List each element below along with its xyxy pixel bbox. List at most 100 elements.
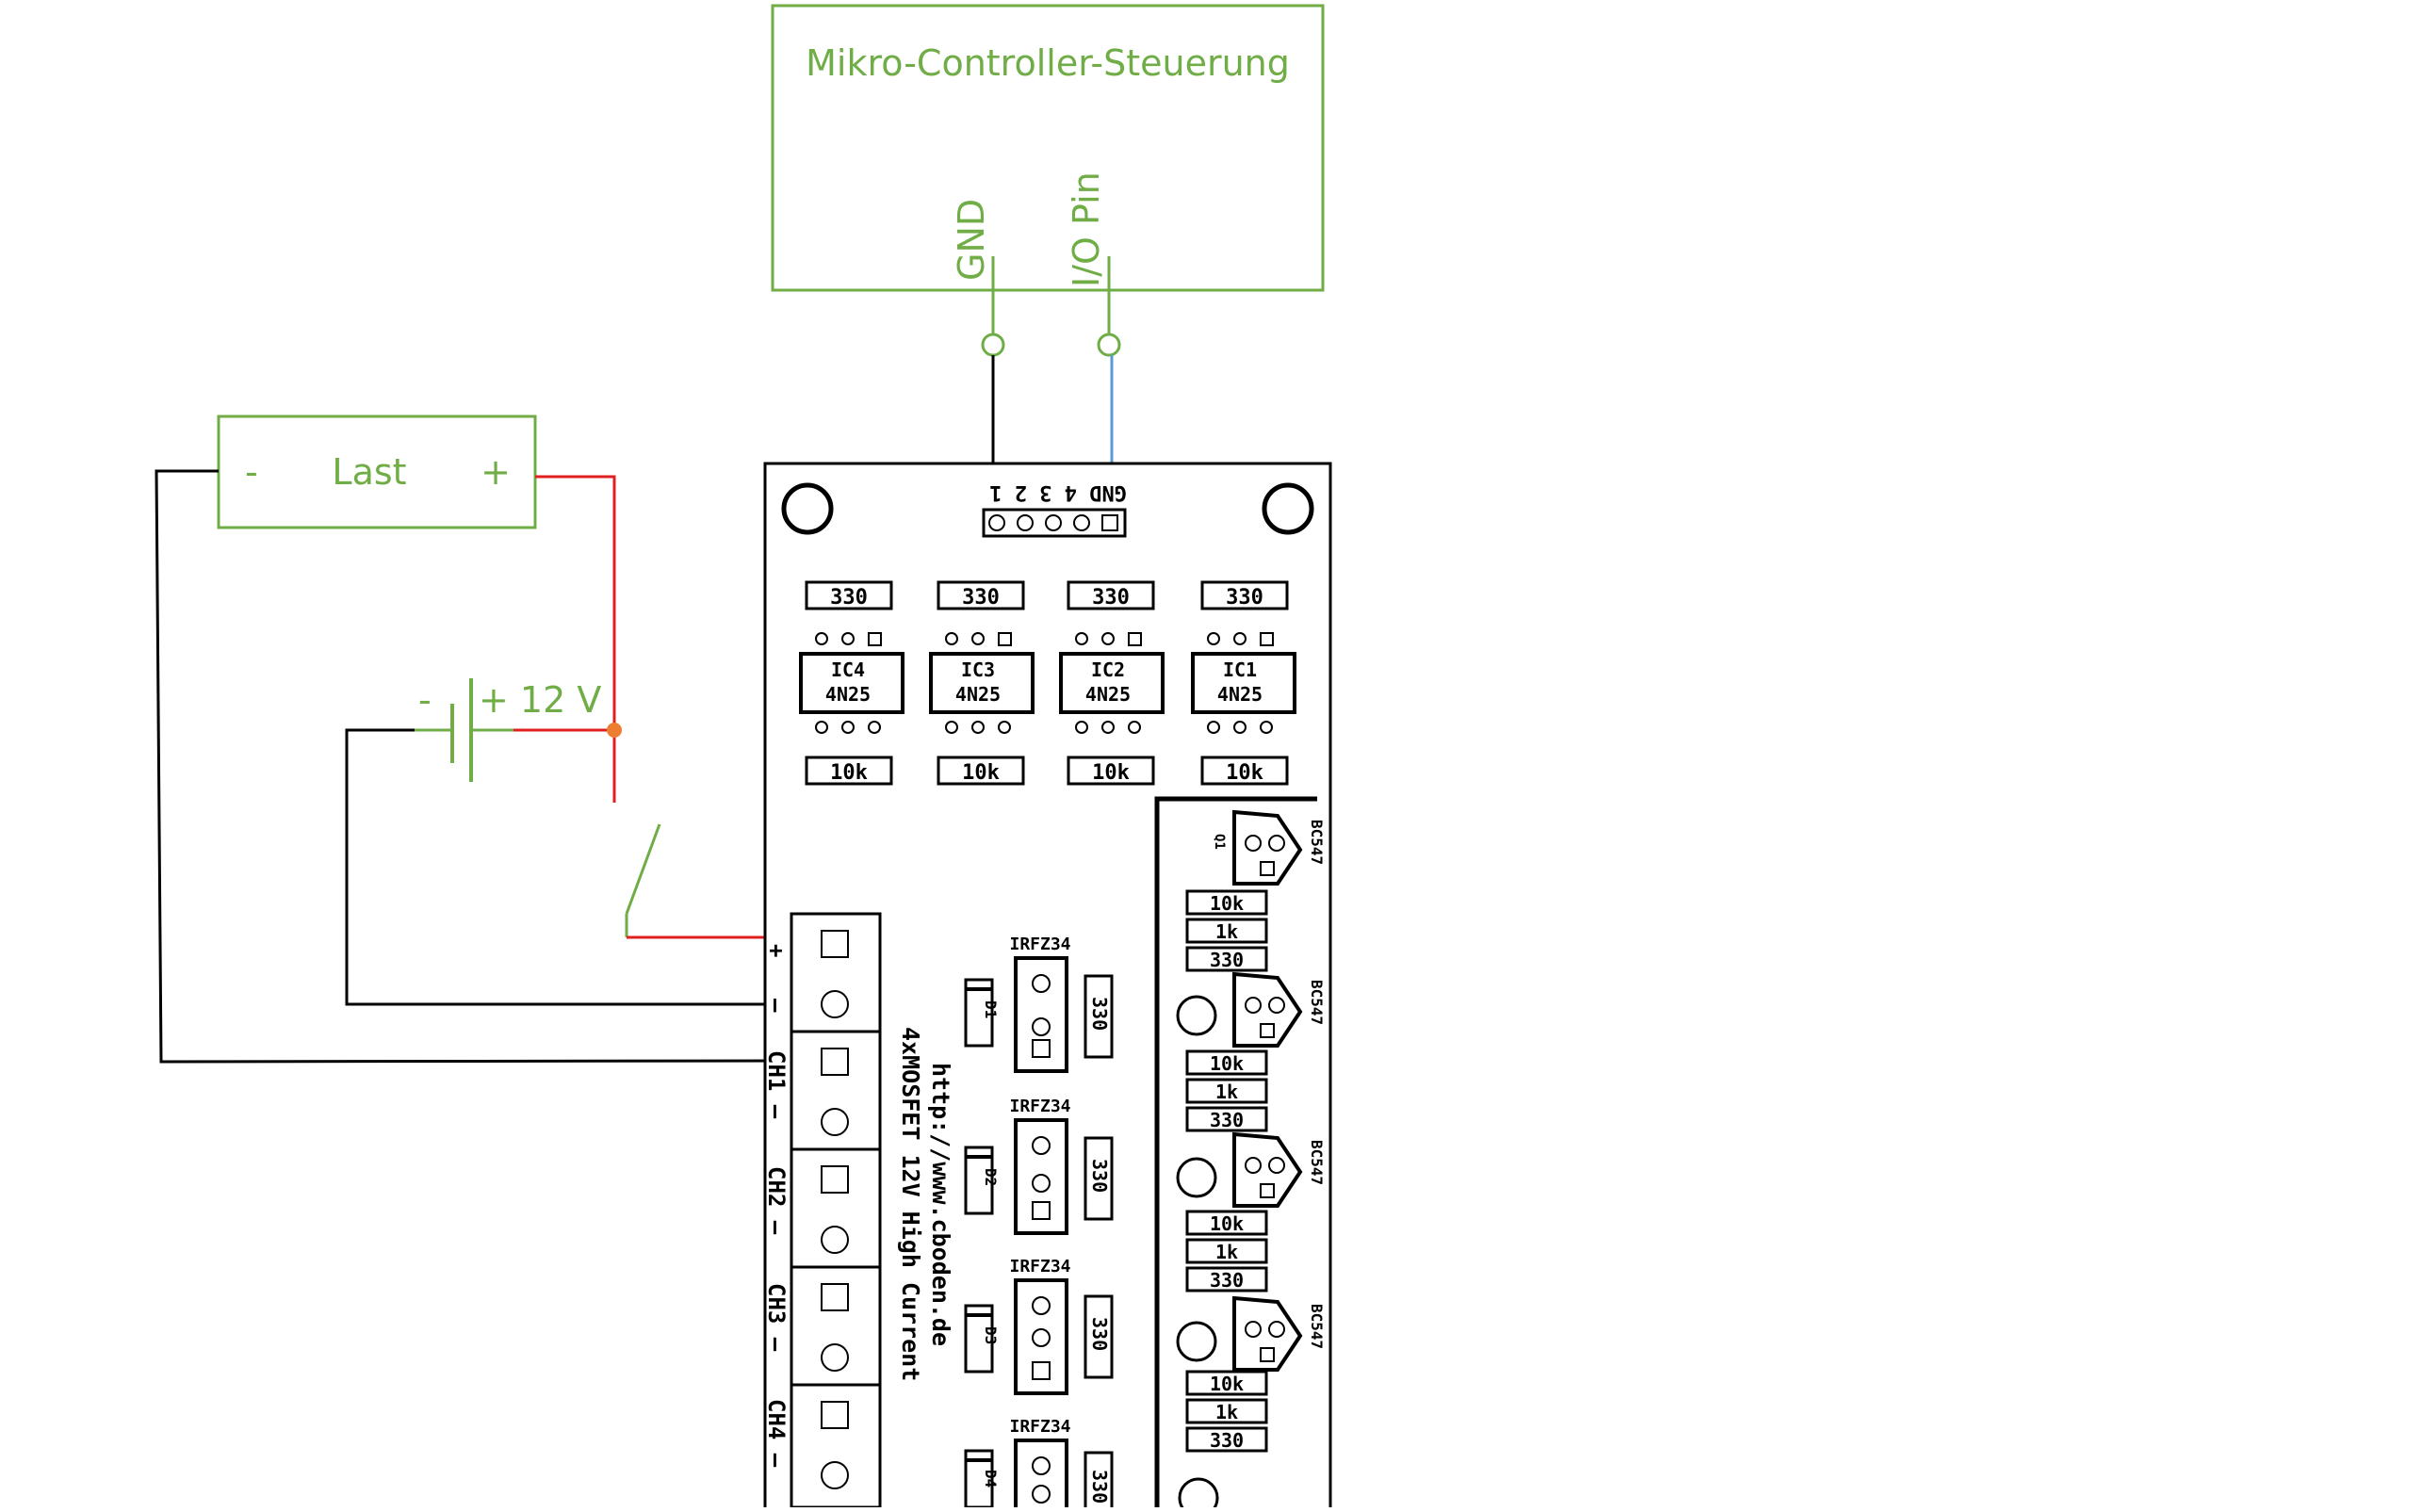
- svg-text:330: 330: [1088, 1159, 1111, 1193]
- svg-text:Q1: Q1: [1212, 834, 1227, 850]
- controller-gnd-label: GND: [951, 199, 992, 281]
- controller-box: [771, 4, 1325, 292]
- svg-text:4N25: 4N25: [825, 683, 871, 706]
- io-pin-connector: [1097, 333, 1121, 357]
- svg-text:D3: D3: [982, 1326, 1000, 1344]
- svg-text:1k: 1k: [1215, 1241, 1238, 1263]
- svg-text:10k: 10k: [1226, 761, 1263, 785]
- transistor-stage-1: BC547 Q1 10k 1k 330: [1185, 809, 1326, 972]
- load-minus-label: -: [245, 451, 258, 493]
- pcb-section-outline: [1154, 796, 1317, 1512]
- svg-text:330: 330: [1226, 586, 1263, 610]
- svg-text:4N25: 4N25: [1217, 683, 1263, 706]
- terminal-label-minus: –: [763, 999, 790, 1013]
- optocoupler-ic2: IC2 4N25: [1059, 652, 1165, 714]
- svg-text:BC547: BC547: [1308, 980, 1326, 1025]
- resistor-330-4: 330: [1200, 580, 1289, 610]
- optocoupler-ic4: IC4 4N25: [799, 652, 904, 714]
- terminal-label-ch4: CH4 –: [763, 1399, 790, 1468]
- svg-text:IC3: IC3: [961, 658, 995, 681]
- header-pin-2: [1073, 514, 1090, 531]
- optocoupler-ic1: IC1 4N25: [1191, 652, 1296, 714]
- svg-text:10k: 10k: [830, 761, 868, 785]
- opto-pads: [815, 632, 1274, 734]
- gate-resistor-1: 330: [1084, 974, 1114, 1059]
- optocoupler-ic3: IC3 4N25: [929, 652, 1035, 714]
- svg-text:4N25: 4N25: [1085, 683, 1131, 706]
- header-pin-gnd: [988, 514, 1005, 531]
- svg-text:330: 330: [1210, 1109, 1244, 1131]
- svg-text:330: 330: [1092, 586, 1130, 610]
- mosfet-column: IRFZ34 IRFZ34 IRFZ34 IRFZ34: [1009, 935, 1071, 1512]
- svg-text:330: 330: [1210, 1269, 1244, 1292]
- junction-dot: [607, 723, 622, 738]
- svg-text:10k: 10k: [1210, 1052, 1244, 1075]
- svg-text:10k: 10k: [962, 761, 1000, 785]
- transistor-stage-4: BC547 10k 1k 330: [1176, 1295, 1326, 1453]
- diode-d4: D4: [964, 1449, 1000, 1509]
- controller-io-label: I/O Pin: [1066, 171, 1107, 287]
- svg-text:IRFZ34: IRFZ34: [1009, 1257, 1070, 1276]
- resistor-330-1: 330: [805, 580, 893, 610]
- terminal-label-ch1: CH1 –: [763, 1050, 790, 1119]
- load-plus-label: +: [481, 451, 511, 493]
- svg-text:D2: D2: [982, 1168, 1000, 1186]
- transistor-stage-3: BC547 10k 1k 330: [1176, 1131, 1326, 1293]
- terminal-pads: [821, 930, 849, 1489]
- mount-hole-left: [781, 482, 834, 535]
- terminal-block: [790, 912, 882, 1509]
- terminal-label-plus: +: [763, 944, 790, 957]
- resistor-10k-2: 10k: [937, 756, 1025, 786]
- header-pin-1: [1101, 514, 1118, 531]
- led-partial: [1178, 1477, 1219, 1512]
- svg-text:BC547: BC547: [1308, 820, 1326, 865]
- opto-resistor-row: 330 330 330 330: [805, 580, 1289, 610]
- svg-text:IC1: IC1: [1223, 658, 1257, 681]
- diode-d1: D1: [964, 978, 1000, 1048]
- gate-resistor-column: 330 330 330 330: [1084, 974, 1114, 1512]
- header-pin-4: [1017, 514, 1034, 531]
- svg-text:330: 330: [830, 586, 868, 610]
- svg-text:10k: 10k: [1210, 1373, 1244, 1395]
- svg-text:10k: 10k: [1092, 761, 1130, 785]
- resistor-330-2: 330: [937, 580, 1025, 610]
- resistor-10k-4: 10k: [1200, 756, 1289, 786]
- gate-resistor-4: 330: [1084, 1451, 1114, 1512]
- diode-d3: D3: [964, 1304, 1000, 1374]
- resistor-10k-1: 10k: [805, 756, 893, 786]
- mount-hole-right: [1262, 482, 1314, 535]
- switch-lever: [625, 823, 661, 915]
- svg-text:D1: D1: [982, 1000, 1000, 1018]
- svg-text:IRFZ34: IRFZ34: [1009, 1417, 1070, 1437]
- svg-text:10k: 10k: [1210, 1212, 1244, 1235]
- battery-plus-label: + 12 V: [479, 679, 601, 721]
- terminal-label-ch2: CH2 –: [763, 1166, 790, 1235]
- svg-text:BC547: BC547: [1308, 1140, 1326, 1185]
- svg-text:BC547: BC547: [1308, 1304, 1326, 1349]
- gate-resistor-3: 330: [1084, 1294, 1114, 1379]
- pulldown-resistor-row: 10k 10k 10k 10k: [805, 756, 1289, 786]
- svg-text:IRFZ34: IRFZ34: [1009, 1097, 1070, 1116]
- svg-text:D4: D4: [982, 1470, 1000, 1488]
- svg-text:1k: 1k: [1215, 1401, 1238, 1423]
- svg-text:IC4: IC4: [831, 658, 865, 681]
- gate-resistor-2: 330: [1084, 1136, 1114, 1221]
- svg-text:330: 330: [1088, 1317, 1111, 1351]
- mosfet-q1: IRFZ34: [1009, 935, 1071, 1073]
- controller-title: Mikro-Controller-Steuerung: [806, 42, 1290, 84]
- svg-text:4N25: 4N25: [955, 683, 1001, 706]
- load-title: Last: [332, 451, 406, 493]
- resistor-330-3: 330: [1067, 580, 1155, 610]
- battery-minus-label: -: [418, 679, 432, 721]
- svg-text:IRFZ34: IRFZ34: [1009, 935, 1070, 954]
- terminal-label-ch3: CH3 –: [763, 1283, 790, 1352]
- svg-text:IC2: IC2: [1091, 658, 1125, 681]
- header-pin-3: [1045, 514, 1062, 531]
- resistor-10k-3: 10k: [1067, 756, 1155, 786]
- svg-text:330: 330: [1210, 949, 1244, 971]
- svg-text:330: 330: [1088, 997, 1111, 1031]
- svg-text:330: 330: [1088, 1470, 1111, 1504]
- mosfet-q3: IRFZ34: [1009, 1257, 1071, 1395]
- svg-text:1k: 1k: [1215, 1081, 1238, 1103]
